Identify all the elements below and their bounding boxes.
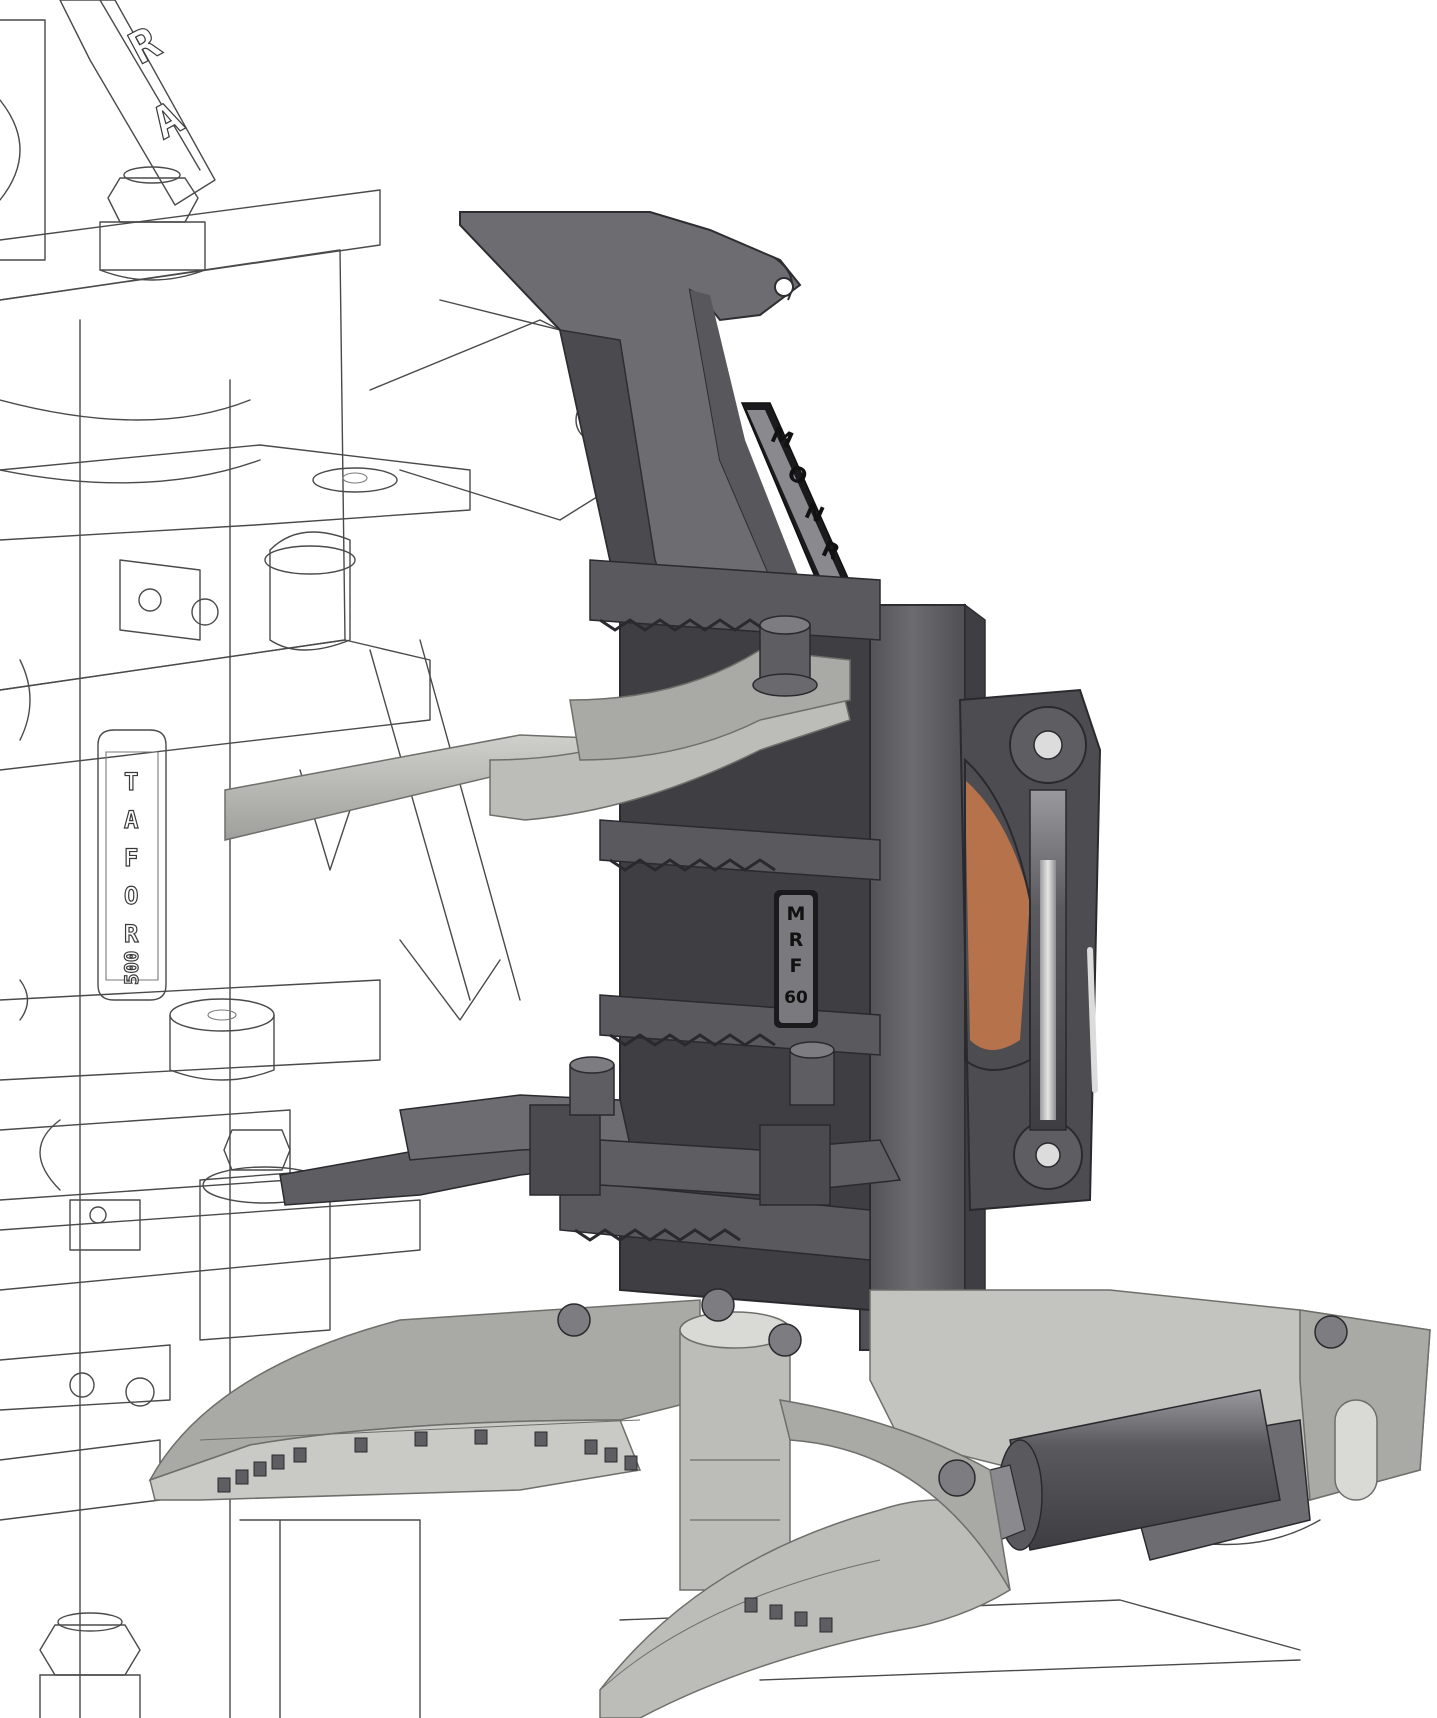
upper-bolt	[752, 615, 818, 697]
wireframe-side-plate	[97, 729, 167, 1001]
lower-bolt-left	[569, 1056, 615, 1116]
side-plate-letter: R	[124, 920, 139, 948]
model-plate	[774, 890, 818, 1028]
wireframe-logo-letter: R	[121, 17, 169, 75]
side-plate-letter: T	[124, 768, 138, 796]
model-plate-line: F	[790, 955, 803, 977]
bottom-hydraulic-cylinder	[989, 1389, 1281, 1551]
side-plate-letter: A	[124, 806, 139, 834]
side-plate-letter: O	[124, 882, 138, 910]
wireframe-top-nut	[99, 166, 206, 281]
model-plate-line: 60	[784, 988, 808, 1008]
side-plate-model: 500	[121, 951, 143, 985]
model-plate-line: M	[787, 903, 806, 925]
central-column	[859, 604, 966, 1351]
model-plate-line: R	[789, 929, 804, 951]
wireframe-logo-letter: A	[144, 92, 191, 149]
base-bolts	[557, 1288, 1348, 1497]
background-wireframe-machine	[0, 0, 1321, 1718]
side-cylinder-assembly	[958, 688, 1102, 1212]
wireframe-bottom-nut	[39, 1612, 141, 1718]
wireframe-side-plate-text: T A F O R 500	[120, 767, 143, 985]
lower-grab-arm	[279, 1094, 902, 1206]
side-plate-letter: F	[124, 844, 138, 872]
saw-housing-left	[148, 1299, 701, 1501]
foreground-solid-machine: M O N R A M R F 60	[148, 211, 1431, 1718]
wireframe-top-logo: R A	[121, 16, 193, 150]
lower-bolt-right	[789, 1041, 835, 1106]
saw-studs	[217, 1429, 833, 1633]
model-plate-text: M R F 60	[784, 903, 808, 1008]
lower-claw	[599, 1399, 1011, 1718]
center-pivot	[679, 1311, 791, 1591]
